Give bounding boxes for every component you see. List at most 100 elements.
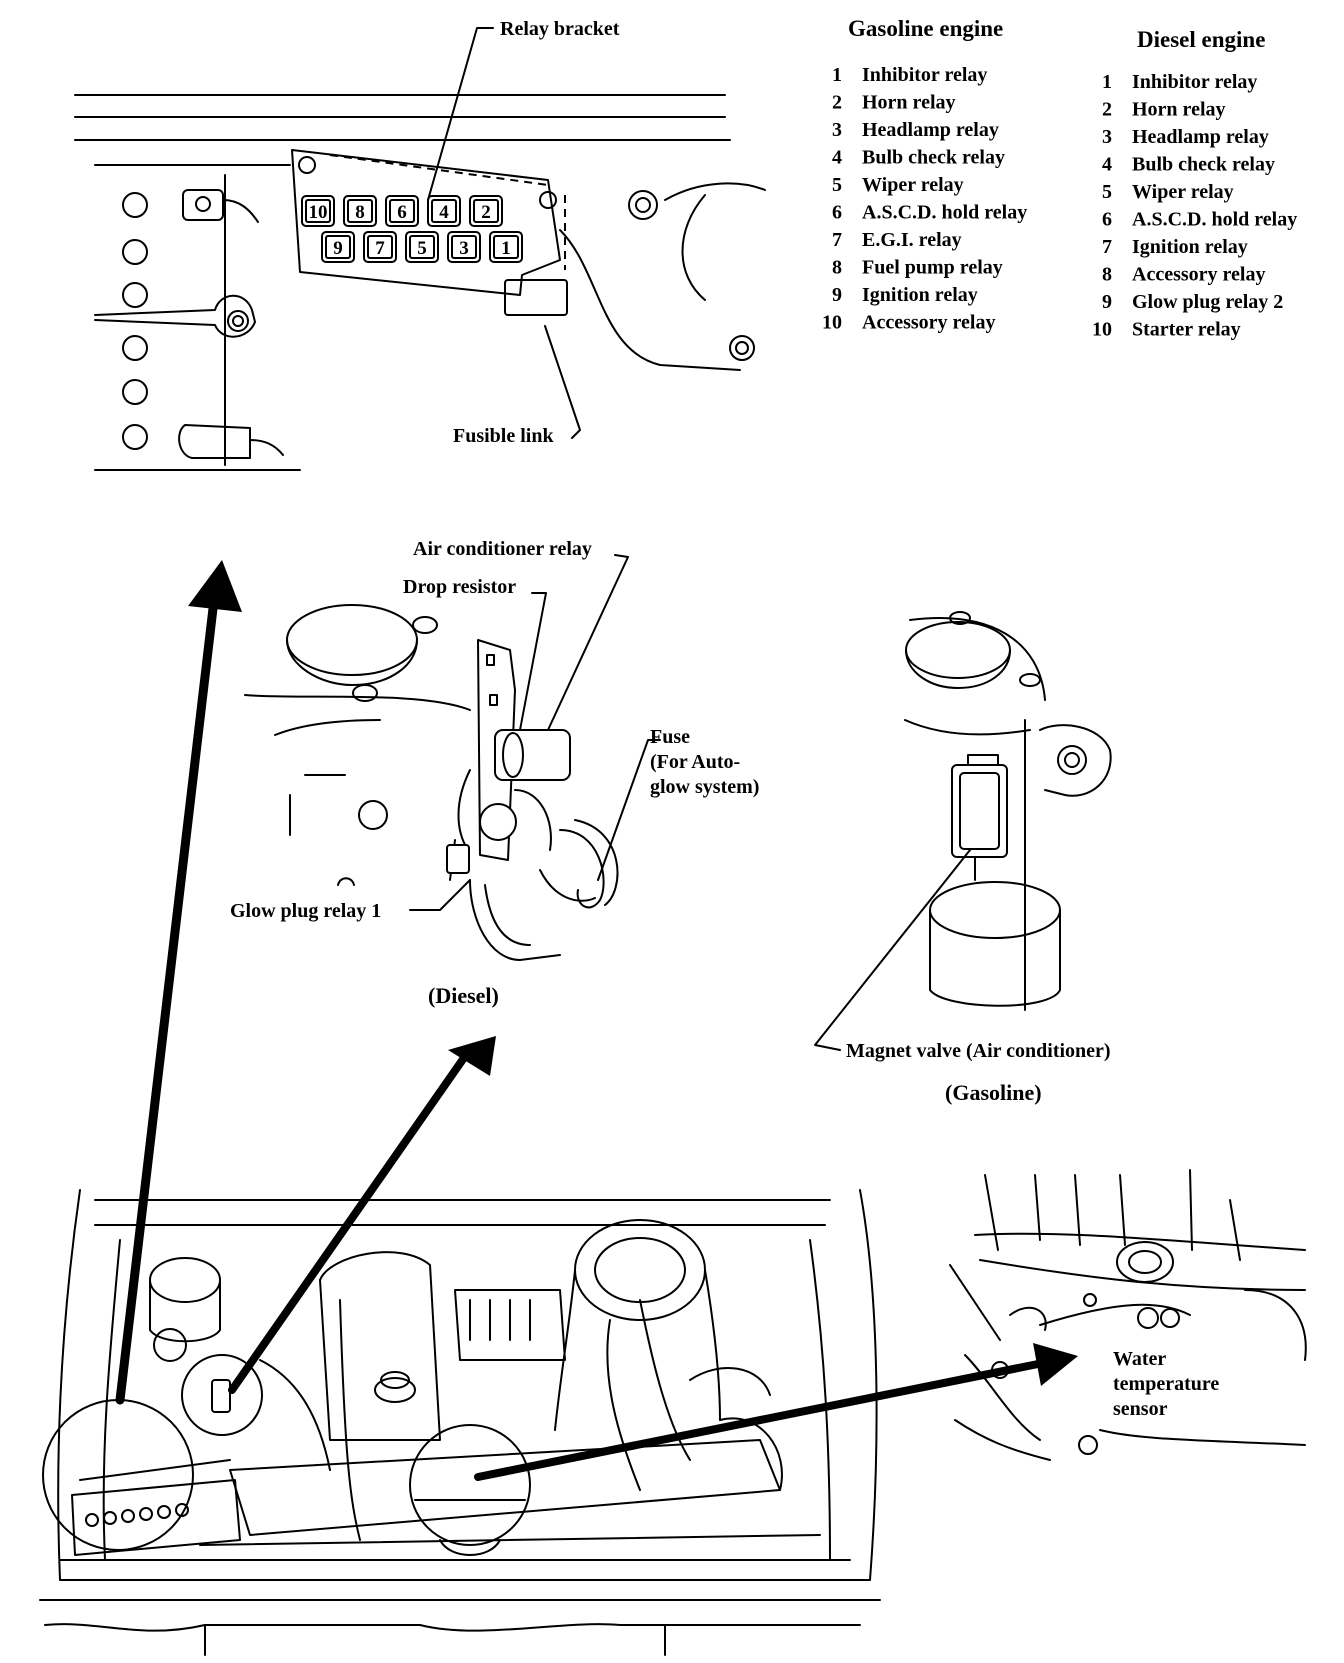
relay-position-number: 6 xyxy=(397,202,407,223)
relay-position-10: 10 xyxy=(301,195,335,227)
relay-list-item: 10 Starter relay xyxy=(1092,319,1241,341)
glow-plug-relay-label: Glow plug relay 1 xyxy=(230,900,381,922)
fuse-label-line3: glow system) xyxy=(650,776,759,798)
relay-position-1: 1 xyxy=(489,231,523,263)
gasoline-relay-list: 1 Inhibitor relay 2 Horn relay 3 Headlamp rel… xyxy=(822,64,1027,334)
fusible-link-label: Fusible link xyxy=(453,425,554,447)
relay-list-number: 3 xyxy=(832,119,842,141)
relay-list-number: 5 xyxy=(832,174,842,196)
relay-list-name: Accessory relay xyxy=(862,312,995,334)
relay-list-name: Starter relay xyxy=(1132,319,1241,341)
gasoline-valve-detail xyxy=(814,611,1112,1051)
diesel-list-title: Diesel engine xyxy=(1137,27,1265,52)
relay-list-name: Ignition relay xyxy=(1132,236,1248,258)
diesel-relay-list: 1 Inhibitor relay 2 Horn relay 3 Headlamp rel… xyxy=(1092,71,1297,341)
relay-bracket-label: Relay bracket xyxy=(500,18,620,40)
relay-list-number: 1 xyxy=(832,64,842,86)
relay-list-name: Glow plug relay 2 xyxy=(1132,291,1283,313)
relay-list-item: 8 Accessory relay xyxy=(1102,264,1265,286)
relay-list-number: 8 xyxy=(1102,264,1112,286)
water-label-line3: sensor xyxy=(1113,1398,1168,1420)
magnet-valve-label: Magnet valve (Air conditioner) xyxy=(846,1040,1111,1062)
relay-list-name: E.G.I. relay xyxy=(862,229,962,251)
relay-position-number: 8 xyxy=(355,202,365,223)
fuse-label: Fuse xyxy=(650,726,690,748)
relay-position-2: 2 xyxy=(469,195,503,227)
relay-list-item: 7 E.G.I. relay xyxy=(832,229,962,251)
relay-position-number: 10 xyxy=(309,202,328,223)
gasoline-list-title: Gasoline engine xyxy=(848,16,1003,41)
relay-list-number: 5 xyxy=(1102,181,1112,203)
relay-list-item: 2 Horn relay xyxy=(1102,99,1226,121)
relay-list-name: Inhibitor relay xyxy=(1132,71,1257,93)
relay-list-item: 10 Accessory relay xyxy=(822,312,995,334)
diesel-relay-detail xyxy=(244,554,661,961)
air-conditioner-relay-label: Air conditioner relay xyxy=(413,538,592,560)
relay-position-5: 5 xyxy=(405,231,439,263)
relay-list-number: 6 xyxy=(832,202,842,224)
fuse-label-line2: (For Auto- xyxy=(650,751,740,773)
relay-list-number: 4 xyxy=(832,147,842,169)
relay-list-name: Inhibitor relay xyxy=(862,64,987,86)
engine-compartment-overview xyxy=(39,1189,881,1656)
relay-list-number: 7 xyxy=(832,229,842,251)
relay-position-7: 7 xyxy=(363,231,397,263)
relay-list-name: A.S.C.D. hold relay xyxy=(862,202,1027,224)
relay-list-name: Fuel pump relay xyxy=(862,257,1003,279)
relay-list-number: 7 xyxy=(1102,236,1112,258)
relay-list-item: 3 Headlamp relay xyxy=(1102,126,1269,148)
relay-position-number: 9 xyxy=(333,238,343,259)
relay-list-number: 2 xyxy=(1102,99,1112,121)
relay-position-9: 9 xyxy=(321,231,355,263)
relay-list-name: Horn relay xyxy=(862,92,956,114)
relay-list-item: 6 A.S.C.D. hold relay xyxy=(1102,209,1297,231)
water-label-line2: temperature xyxy=(1113,1373,1219,1395)
relay-position-4: 4 xyxy=(427,195,461,227)
relay-list-name: Accessory relay xyxy=(1132,264,1265,286)
relay-list-number: 10 xyxy=(1092,319,1112,341)
water-label: Water xyxy=(1113,1348,1166,1370)
relay-list-number: 9 xyxy=(1102,291,1112,313)
relay-list-name: A.S.C.D. hold relay xyxy=(1132,209,1297,231)
relay-list-number: 6 xyxy=(1102,209,1112,231)
relay-list-number: 2 xyxy=(832,92,842,114)
relay-list-name: Headlamp relay xyxy=(862,119,999,141)
relay-list-item: 2 Horn relay xyxy=(832,92,956,114)
relay-bracket-detail xyxy=(74,27,766,471)
relay-list-name: Bulb check relay xyxy=(862,147,1005,169)
relay-list-item: 9 Glow plug relay 2 xyxy=(1102,291,1283,313)
diesel-caption: (Diesel) xyxy=(428,983,499,1008)
relay-list-number: 3 xyxy=(1102,126,1112,148)
relay-list-item: 5 Wiper relay xyxy=(832,174,964,196)
relay-list-item: 1 Inhibitor relay xyxy=(832,64,987,86)
callout-arrows xyxy=(115,560,1078,1481)
relay-position-8: 8 xyxy=(343,195,377,227)
relay-position-number: 2 xyxy=(481,202,491,223)
water-temperature-sensor-detail xyxy=(949,1169,1307,1461)
relay-list-item: 1 Inhibitor relay xyxy=(1102,71,1257,93)
relay-list-item: 8 Fuel pump relay xyxy=(832,257,1003,279)
relay-list-number: 8 xyxy=(832,257,842,279)
relay-position-number: 1 xyxy=(501,238,511,259)
relay-position-6: 6 xyxy=(385,195,419,227)
relay-list-name: Wiper relay xyxy=(862,174,964,196)
relay-list-item: 6 A.S.C.D. hold relay xyxy=(832,202,1027,224)
relay-position-3: 3 xyxy=(447,231,481,263)
relay-list-item: 3 Headlamp relay xyxy=(832,119,999,141)
relay-position-number: 3 xyxy=(459,238,469,259)
relay-position-number: 5 xyxy=(417,238,427,259)
relay-list-item: 7 Ignition relay xyxy=(1102,236,1248,258)
relay-list-name: Horn relay xyxy=(1132,99,1226,121)
relay-list-number: 10 xyxy=(822,312,842,334)
relay-list-item: 4 Bulb check relay xyxy=(832,147,1005,169)
relay-list-name: Headlamp relay xyxy=(1132,126,1269,148)
relay-list-number: 1 xyxy=(1102,71,1112,93)
drop-resistor-label: Drop resistor xyxy=(403,576,516,598)
relay-position-number: 7 xyxy=(375,238,385,259)
relay-list-number: 9 xyxy=(832,284,842,306)
